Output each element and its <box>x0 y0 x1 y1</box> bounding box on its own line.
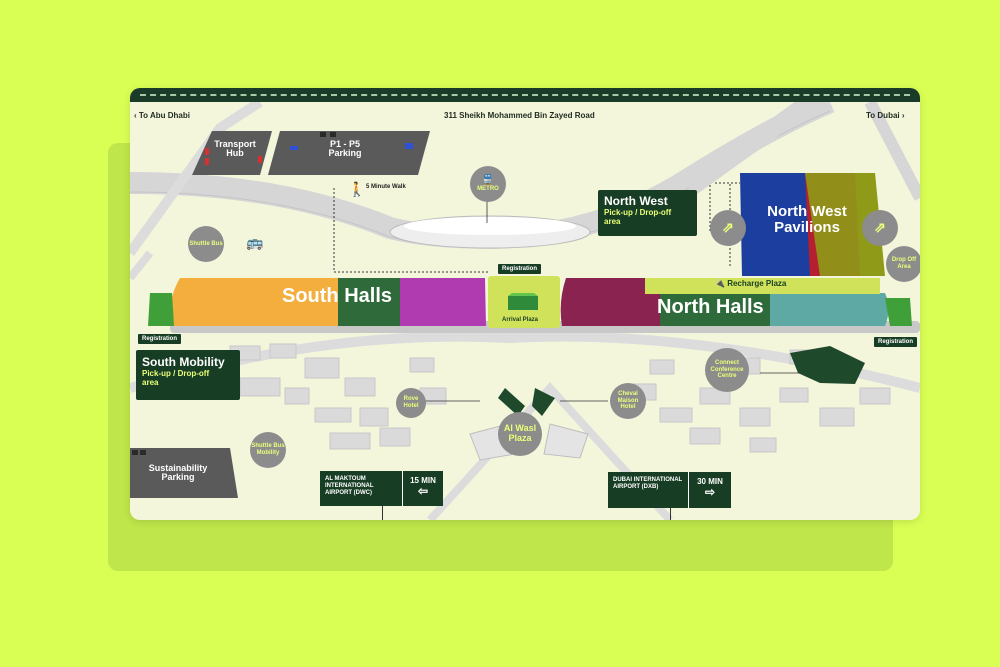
map-card: ‹ To Abu Dhabi 311 Sheikh Mohammed Bin Z… <box>130 88 920 520</box>
parking-block <box>268 131 430 175</box>
dwc-post <box>382 506 383 520</box>
drop-off-label: Drop Off Area <box>891 257 917 270</box>
dxb-time: 30 MIN <box>697 477 723 486</box>
top-dashed-bar <box>130 88 920 102</box>
north-halls-label[interactable]: North Halls <box>657 296 764 318</box>
sustainability-parking-label: Sustainability Parking <box>148 463 208 483</box>
to-abu-dhabi-label: To Abu Dhabi <box>138 111 190 120</box>
connect-label: Connect Conference Centre <box>710 360 744 380</box>
south-mobility-title: South Mobility <box>142 355 225 369</box>
transport-hub-block <box>192 131 272 175</box>
arrow-left-icon: ⇦ <box>417 484 429 498</box>
rove-hotel-label: Rove Hotel <box>403 396 419 409</box>
recharge-plaza[interactable]: 🔌 Recharge Plaza <box>715 279 786 288</box>
arrow-right-icon: ⇨ <box>704 485 716 499</box>
connect-conference-marker[interactable]: Connect Conference Centre <box>705 348 749 392</box>
shuttle-bus-marker[interactable]: Shuttle Bus <box>188 226 224 262</box>
metro-label: METRO <box>477 186 499 193</box>
bus-icon: 🚌 <box>246 234 264 250</box>
al-wasl-marker[interactable]: Al Wasl Plaza <box>498 412 542 456</box>
stairs-icon: ⇗ <box>710 210 746 246</box>
metro-marker[interactable]: 🚆 METRO <box>470 166 506 202</box>
drop-off-marker[interactable]: Drop Off Area <box>886 246 920 282</box>
to-abu-dhabi-link[interactable]: ‹ To Abu Dhabi <box>134 111 190 120</box>
sustainability-parking-block <box>130 448 238 498</box>
recharge-label: Recharge Plaza <box>727 279 787 288</box>
south-halls-label[interactable]: South Halls <box>282 285 393 307</box>
shuttle-bus-mobility-marker[interactable]: Shuttle Bus Mobility <box>250 432 286 468</box>
shuttle-bus-label: Shuttle Bus <box>189 240 223 247</box>
registration-tag-west: Registration <box>138 334 182 344</box>
arrival-plaza-label[interactable]: Arrival Plaza <box>502 317 539 323</box>
dwc-name: AL MAKTOUM INTERNATIONAL AIRPORT (DWC) <box>320 471 403 506</box>
north-west-title: North West <box>604 194 668 208</box>
road-name: 311 Sheikh Mohammed Bin Zayed Road <box>444 111 595 120</box>
registration-tag-center: Registration <box>498 264 542 274</box>
escalator-icon: ⇗ <box>862 210 898 246</box>
to-dubai-label: To Dubai <box>866 111 900 120</box>
shuttle-bus-mobility-label: Shuttle Bus Mobility <box>251 443 285 456</box>
registration-tag-east: Registration <box>874 337 918 347</box>
pavilions-label[interactable]: North West Pavilions <box>767 203 847 236</box>
train-icon: 🚆 <box>481 175 495 187</box>
north-west-sub: Pick-up / Drop-off area <box>604 208 672 227</box>
cheval-label: Cheval Maison Hotel <box>617 391 639 411</box>
al-wasl-label: Al Wasl Plaza <box>503 423 537 443</box>
cheval-marker[interactable]: Cheval Maison Hotel <box>610 383 646 419</box>
south-mobility-sub: Pick-up / Drop-off area <box>142 369 210 388</box>
dxb-post <box>670 508 671 520</box>
south-mobility-box: South Mobility Pick-up / Drop-off area <box>136 350 240 400</box>
dxb-name: DUBAI INTERNATIONAL AIRPORT (DXB) <box>608 472 689 508</box>
dwc-time: 15 MIN <box>410 476 436 485</box>
dwc-sign: AL MAKTOUM INTERNATIONAL AIRPORT (DWC) 1… <box>320 471 443 506</box>
parking-label: P1 - P5 Parking <box>328 139 362 159</box>
south-halls-orange <box>170 278 342 326</box>
dxb-sign: DUBAI INTERNATIONAL AIRPORT (DXB) 30 MIN… <box>608 472 731 508</box>
rove-hotel-marker[interactable]: Rove Hotel <box>396 388 426 418</box>
to-dubai-link[interactable]: To Dubai › <box>866 111 905 120</box>
north-west-dropoff-box: North West Pick-up / Drop-off area <box>598 190 697 236</box>
recharge-icon: 🔌 <box>715 279 725 288</box>
walk-label: 5 Minute Walk <box>366 184 406 190</box>
transport-hub-label: Transport Hub <box>214 139 256 159</box>
map-graphic <box>130 91 920 520</box>
walking-icon: 🚶 <box>348 181 366 197</box>
